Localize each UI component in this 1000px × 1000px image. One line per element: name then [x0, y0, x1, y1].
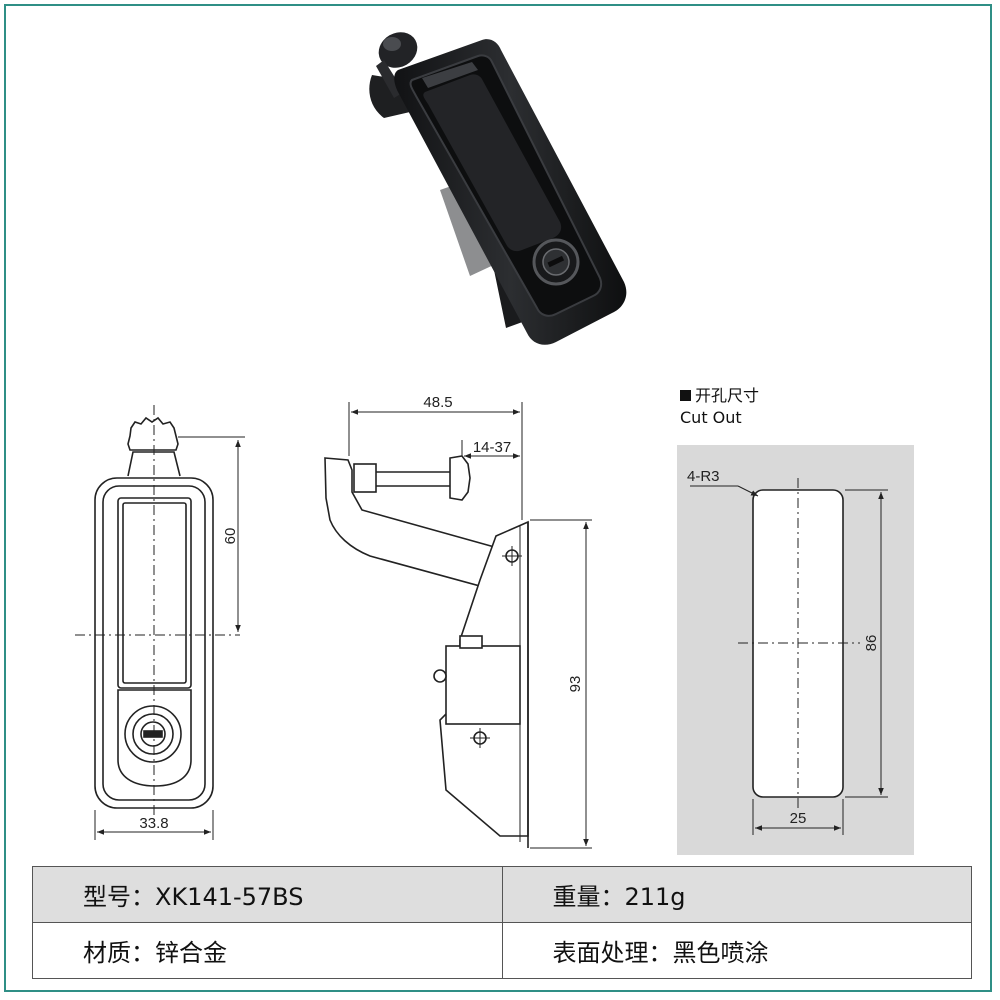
spec-table: 型号：XK141-57BS 重量：211g 材质：锌合金 表面处理：黑色喷涂	[32, 866, 972, 979]
cutout-title-en: Cut Out	[680, 408, 742, 427]
dim-front-width: 33.8	[139, 815, 168, 832]
cutout-title-cn: 开孔尺寸	[695, 386, 760, 405]
outer-frame	[4, 4, 992, 992]
dim-side-length: 48.5	[423, 394, 452, 411]
dim-cut-height: 86	[863, 635, 880, 652]
dim-cut-radius: 4-R3	[687, 468, 720, 485]
spec-material: 材质：锌合金	[32, 922, 503, 979]
square-bullet-icon	[680, 390, 691, 401]
spec-row: 型号：XK141-57BS 重量：211g	[32, 866, 972, 923]
spec-weight: 重量：211g	[501, 866, 972, 923]
cutout-view	[677, 445, 914, 855]
product-photo	[369, 32, 627, 345]
dim-side-height: 93	[567, 676, 584, 693]
dim-cut-width: 25	[790, 810, 807, 827]
spec-model: 型号：XK141-57BS	[32, 866, 503, 923]
spec-finish: 表面处理：黑色喷涂	[501, 922, 972, 979]
front-view	[75, 405, 245, 840]
side-view	[324, 402, 592, 849]
dim-side-adjust: 14-37	[473, 439, 511, 456]
cutout-title: 开孔尺寸 Cut Out	[680, 385, 759, 429]
spec-row: 材质：锌合金 表面处理：黑色喷涂	[32, 922, 972, 979]
dim-front-height: 60	[222, 528, 239, 545]
